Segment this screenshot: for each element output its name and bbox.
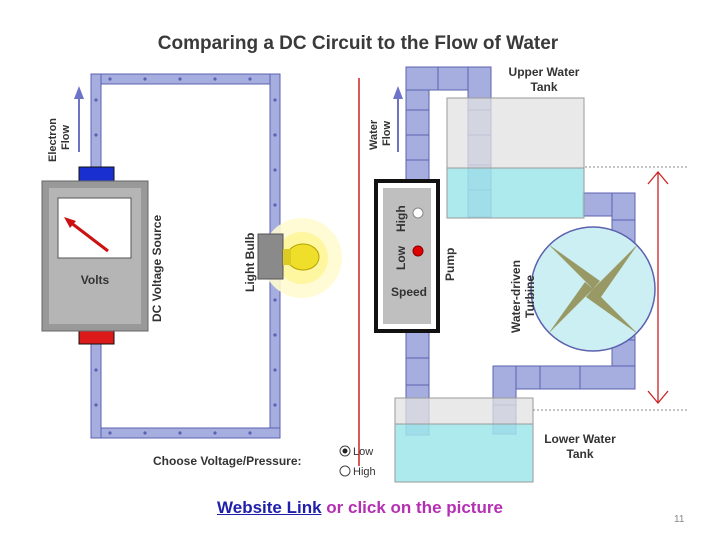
pump-label: Pump (443, 248, 457, 281)
footer-rest-text: or click on the picture (321, 498, 503, 517)
choose-voltage-pressure-label: Choose Voltage/Pressure: (153, 454, 302, 468)
upper-tank-air (446, 97, 585, 169)
bulb-neck (283, 249, 291, 265)
pump-inner (383, 188, 431, 324)
lower-tank-air (394, 397, 534, 425)
pump-high-indicator[interactable] (412, 207, 424, 219)
electron-flow-label-line1: Electron (47, 118, 59, 162)
voltmeter-display (57, 197, 132, 259)
volts-label: Volts (81, 273, 110, 287)
radio-high[interactable] (339, 465, 351, 477)
water-flow-arrow-icon (393, 86, 403, 152)
wire-rivets (94, 77, 277, 435)
lower-tank-label-line1: Lower Water (544, 432, 616, 446)
negative-terminal (78, 166, 115, 182)
turbine-blades-icon (548, 244, 638, 334)
pump-low-label: Low (394, 245, 408, 270)
radio-low-label: Low (353, 446, 373, 458)
electron-flow-arrow-icon (74, 86, 84, 152)
electron-flow-label-line2: Flow (60, 125, 72, 150)
lower-water-tank (394, 423, 534, 483)
dc-voltage-source-label: DC Voltage Source (150, 215, 164, 322)
turbine-label-line2: Turbine (523, 275, 537, 318)
water-flow-label-line1: Water (368, 119, 380, 150)
footer-caption: Website Link or click on the picture (217, 498, 503, 518)
turbine-label-line1: Water-driven (509, 260, 523, 333)
positive-terminal (78, 329, 115, 345)
needle-tip (64, 217, 76, 228)
voltmeter-needle (69, 220, 109, 253)
light-bulb-label: Light Bulb (243, 233, 257, 292)
pump-high-label: High (394, 205, 408, 232)
upper-tank-label-line2: Tank (530, 80, 557, 94)
electric-circuit: Electron Flow Volts DC Voltage Source Li… (41, 73, 342, 439)
height-difference-arrow-icon (647, 170, 669, 405)
voltage-pressure-control: Choose Voltage/Pressure: Low High (153, 445, 376, 478)
upper-water-tank (446, 167, 585, 219)
water-flow-label-line2: Flow (381, 121, 393, 146)
website-link[interactable]: Website Link (217, 498, 322, 517)
page-number: 11 (674, 514, 685, 525)
pump-speed-label: Speed (391, 285, 427, 299)
bulb-socket (257, 233, 284, 280)
pump-low-indicator[interactable] (412, 245, 424, 257)
radio-high-label: High (353, 466, 376, 478)
upper-tank-label-line1: Upper Water (509, 65, 580, 79)
light-bulb-icon (286, 243, 320, 271)
water-system: Water Flow (368, 65, 688, 483)
diagram-title: Comparing a DC Circuit to the Flow of Wa… (158, 33, 559, 54)
radio-low-dot (342, 448, 348, 454)
lower-tank-label-line2: Tank (566, 447, 593, 461)
